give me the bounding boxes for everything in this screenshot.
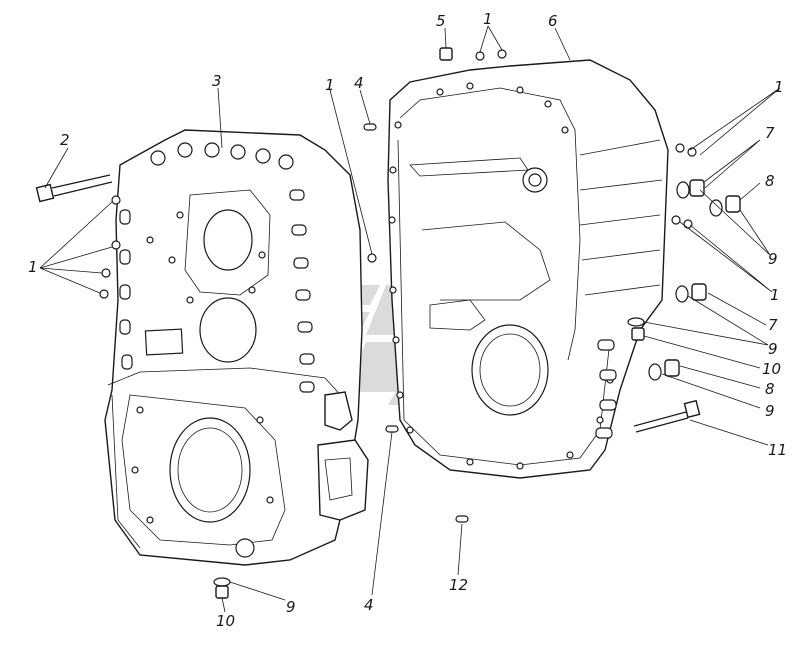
left-housing-part-3 — [104, 129, 369, 566]
small-parts — [35, 47, 741, 599]
callout-10-right: 10 — [762, 360, 781, 378]
right-housing-part-6 — [387, 59, 669, 479]
callout-9-bottom: 9 — [286, 598, 296, 616]
callout-8-mid: 8 — [765, 380, 775, 398]
callout-9-top: 9 — [768, 250, 778, 268]
callout-1-right-top: 1 — [774, 78, 784, 96]
callout-4-top: 4 — [354, 74, 364, 92]
callout-1-top: 1 — [483, 10, 493, 28]
callout-1-right-mid: 1 — [770, 286, 780, 304]
bolt-part-11 — [633, 399, 701, 433]
callout-2: 2 — [60, 131, 70, 149]
callout-10-bottom: 10 — [216, 612, 235, 630]
callout-5: 5 — [436, 12, 446, 30]
callout-12: 12 — [449, 576, 468, 594]
callout-labels: 5 1 6 3 4 1 2 1 7 8 9 1 1 7 9 10 8 9 11 … — [28, 10, 787, 630]
callout-7-mid: 7 — [768, 316, 778, 334]
callout-11: 11 — [768, 441, 787, 459]
callout-8-top: 8 — [765, 172, 775, 190]
callout-4-bottom: 4 — [364, 596, 374, 614]
callout-3: 3 — [212, 72, 222, 90]
leader-lines — [39, 25, 781, 613]
bolt-part-2 — [35, 174, 113, 203]
callout-9-mid: 9 — [768, 340, 778, 358]
callout-1-left: 1 — [28, 258, 38, 276]
callout-9-low: 9 — [765, 402, 775, 420]
callout-1-mid: 1 — [325, 76, 335, 94]
callout-7-top: 7 — [765, 124, 775, 142]
callout-6: 6 — [548, 12, 558, 30]
